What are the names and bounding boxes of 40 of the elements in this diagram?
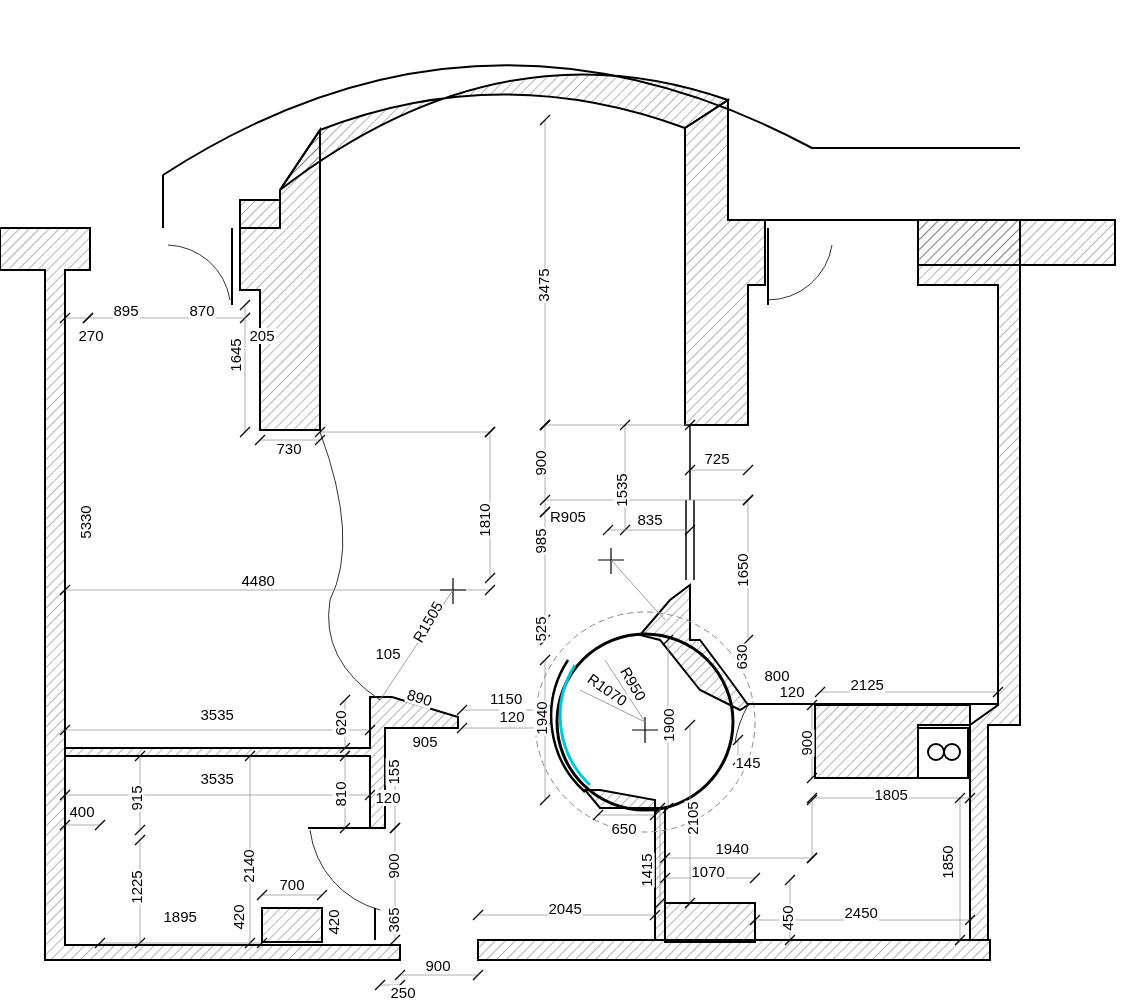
dimension-label: 450 bbox=[779, 904, 795, 932]
dimension-label: 3535 bbox=[199, 707, 235, 723]
dimension-label: 4480 bbox=[240, 573, 276, 589]
dimension-label: 1070 bbox=[690, 864, 726, 880]
dimension-label: 145 bbox=[734, 755, 762, 771]
dimension-label: 120 bbox=[374, 790, 402, 806]
dimension-label: 730 bbox=[275, 441, 303, 457]
dimension-label: 900 bbox=[424, 958, 452, 974]
dimension-label: 1940 bbox=[533, 700, 550, 736]
dimension-label: 1895 bbox=[162, 909, 198, 925]
dimension-label: 400 bbox=[68, 804, 96, 820]
dimension-label: 630 bbox=[733, 643, 749, 671]
dimension-label: 2125 bbox=[849, 677, 885, 693]
dimension-label: 120 bbox=[498, 709, 526, 725]
dimension-label: R905 bbox=[549, 509, 587, 525]
dimension-label: 915 bbox=[128, 784, 144, 812]
dimension-label: 905 bbox=[411, 734, 439, 750]
dimension-label: 3535 bbox=[199, 771, 235, 787]
dimension-label: 2105 bbox=[684, 800, 701, 836]
dimension-label: 205 bbox=[248, 328, 276, 344]
dimension-label: 650 bbox=[610, 821, 638, 837]
dimension-label: 800 bbox=[763, 668, 791, 684]
dimension-label: 895 bbox=[112, 303, 140, 319]
dimension-label: 1535 bbox=[613, 472, 630, 508]
dimension-label: 620 bbox=[332, 709, 348, 737]
dimension-label: 700 bbox=[278, 877, 306, 893]
dimension-label: 105 bbox=[374, 646, 402, 662]
dimension-label: 270 bbox=[77, 328, 105, 344]
dimension-label: 155 bbox=[385, 758, 401, 786]
dimension-label: 120 bbox=[778, 684, 806, 700]
dimension-label: 2450 bbox=[843, 905, 879, 921]
dimension-label: 725 bbox=[703, 451, 731, 467]
dimension-label: 250 bbox=[389, 985, 417, 1000]
dimension-label: 835 bbox=[636, 512, 664, 528]
dimension-label: 1150 bbox=[489, 691, 524, 707]
dimension-label: 870 bbox=[188, 303, 216, 319]
dimension-label: 2045 bbox=[547, 901, 583, 917]
dimension-label: 1940 bbox=[714, 841, 750, 857]
dimension-label: 810 bbox=[332, 780, 348, 808]
dimension-label: 1805 bbox=[873, 787, 909, 803]
